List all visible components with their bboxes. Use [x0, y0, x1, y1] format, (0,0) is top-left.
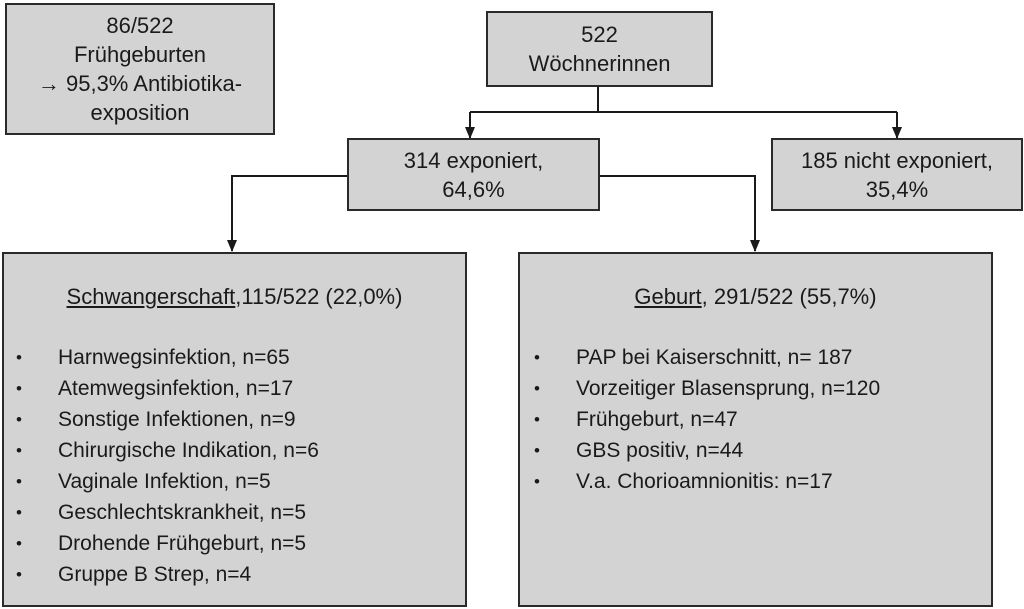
exposed-count: 314 exponiert, — [403, 147, 544, 173]
preterm-antibiotic-rate: → 95,3% Antibiotika- — [37, 71, 243, 96]
exposed-to-birth-line — [599, 175, 760, 252]
birth-box: Geburt, 291/522 (55,7%) •PAP bei Kaisers… — [518, 252, 993, 607]
birth-heading-stats: , 291/522 (55,7%) — [701, 284, 877, 309]
root-box: 522 Wöchnerinnen — [486, 11, 713, 87]
list-item: •V.a. Chorioamnionitis: n=17 — [534, 466, 880, 497]
list-item: •PAP bei Kaiserschnitt, n= 187 — [534, 342, 880, 373]
pregnancy-indication-list: •Harnwegsinfektion, n=65 •Atemwegsinfekt… — [16, 342, 319, 590]
exposed-box: 314 exponiert, 64,6% — [347, 138, 600, 211]
bullet-icon: • — [16, 410, 22, 429]
pregnancy-heading-label: Schwangerschaft — [66, 284, 236, 309]
birth-heading: Geburt, 291/522 (55,7%) — [520, 284, 991, 310]
preterm-antibiotic-rate-cont: exposition — [90, 100, 190, 125]
list-item: •Vorzeitiger Blasensprung, n=120 — [534, 373, 880, 404]
list-item: •Chirurgische Indikation, n=6 — [16, 435, 319, 466]
pregnancy-box: Schwangerschaft,115/522 (22,0%) •Harnweg… — [2, 252, 467, 607]
exposed-percent: 64,6% — [442, 176, 505, 202]
bullet-icon: • — [16, 472, 22, 491]
bullet-icon: • — [16, 565, 22, 584]
exposed-to-pregnancy-line — [227, 175, 348, 252]
not-exposed-percent: 35,4% — [865, 176, 929, 202]
list-item: •Vaginale Infektion, n=5 — [16, 466, 319, 497]
birth-indication-list: •PAP bei Kaiserschnitt, n= 187 •Vorzeiti… — [534, 342, 880, 497]
list-item: •Sonstige Infektionen, n=9 — [16, 404, 319, 435]
list-item: •Frühgeburt, n=47 — [534, 404, 880, 435]
not-exposed-box: 185 nicht exponiert, 35,4% — [771, 138, 1023, 211]
pregnancy-heading-stats: ,115/522 (22,0%) — [235, 284, 403, 309]
list-item: •Gruppe B Strep, n=4 — [16, 559, 319, 590]
bullet-icon: • — [534, 472, 540, 491]
list-item: •Harnwegsinfektion, n=65 — [16, 342, 319, 373]
bullet-icon: • — [16, 379, 22, 398]
preterm-summary-box: 86/522 Frühgeburten → 95,3% Antibiotika-… — [5, 3, 275, 135]
bullet-icon: • — [16, 441, 22, 460]
pregnancy-heading: Schwangerschaft,115/522 (22,0%) — [4, 284, 465, 310]
bullet-icon: • — [16, 534, 22, 553]
list-item: •GBS positiv, n=44 — [534, 435, 880, 466]
list-item: •Atemwegsinfektion, n=17 — [16, 373, 319, 404]
bullet-icon: • — [16, 503, 22, 522]
list-item: •Geschlechtskrankheit, n=5 — [16, 497, 319, 528]
bullet-icon: • — [534, 410, 540, 429]
bullet-icon: • — [534, 379, 540, 398]
birth-heading-label: Geburt — [634, 284, 702, 309]
bullet-icon: • — [16, 348, 22, 367]
bullet-icon: • — [534, 348, 540, 367]
preterm-count: 86/522 — [106, 13, 174, 38]
root-count: 522 — [581, 22, 618, 47]
preterm-label: Frühgeburten — [73, 42, 207, 67]
list-item: •Drohende Frühgeburt, n=5 — [16, 528, 319, 559]
bullet-icon: • — [534, 441, 540, 460]
not-exposed-count: 185 nicht exponiert, — [800, 147, 994, 173]
root-label: Wöchnerinnen — [528, 51, 671, 76]
